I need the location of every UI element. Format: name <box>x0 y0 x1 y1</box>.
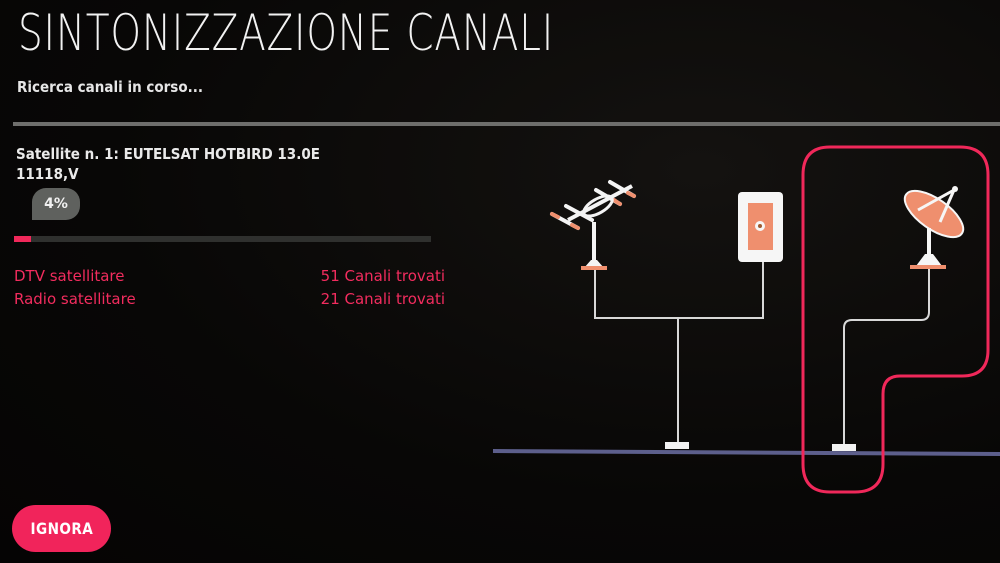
antenna-icon <box>550 180 636 270</box>
wall-socket-icon <box>738 192 783 262</box>
result-count: 21 Canali trovati <box>320 290 445 308</box>
floor-line <box>492 449 1000 456</box>
page-title: SINTONIZZAZIONE CANALI <box>18 4 555 62</box>
divider <box>13 122 1000 126</box>
result-type: Radio satellitare <box>14 290 136 308</box>
progress-percent: 4% <box>44 196 68 212</box>
status-text: Ricerca canali in corso... <box>17 78 204 96</box>
skip-button-label: IGNORA <box>30 519 93 538</box>
result-row-dtv: DTV satellitare 51 Canali trovati <box>14 267 445 285</box>
transponder-label: 11118,V <box>16 165 79 183</box>
result-type: DTV satellitare <box>14 267 125 285</box>
satellite-dish-icon <box>903 186 965 269</box>
highlight-outline <box>801 145 990 494</box>
result-row-radio: Radio satellitare 21 Canali trovati <box>14 290 445 308</box>
result-count: 51 Canali trovati <box>320 267 445 285</box>
progress-bar-fill <box>14 236 31 242</box>
progress-bar <box>14 236 431 242</box>
skip-button[interactable]: IGNORA <box>12 505 111 552</box>
satellite-label: Satellite n. 1: EUTELSAT HOTBIRD 13.0E <box>16 145 320 163</box>
progress-bubble: 4% <box>32 188 80 220</box>
